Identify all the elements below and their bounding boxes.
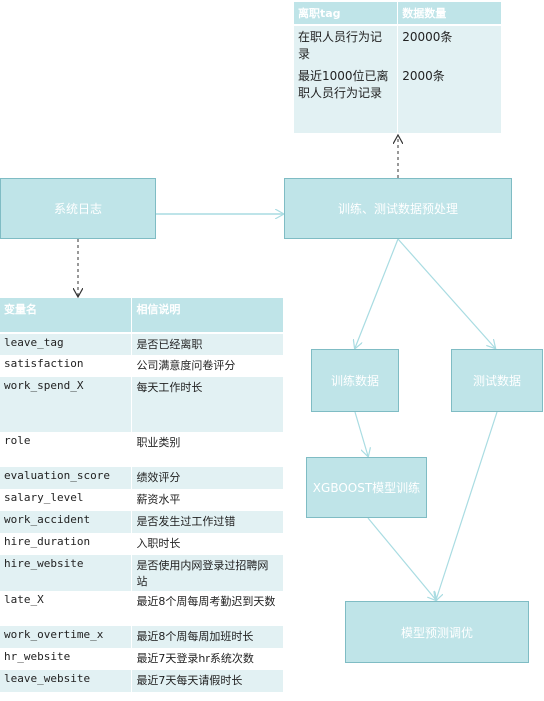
var-name-cell: hire_website: [0, 555, 133, 591]
node-xgboost-label: XGBOOST模型训练: [312, 481, 421, 495]
var-name-cell: hr_website: [0, 648, 133, 670]
var-desc-cell: 是否已经离职: [131, 333, 284, 355]
var-name-cell: late_X: [0, 591, 133, 626]
table-row: hr_website 最近7天登录hr系统次数: [0, 648, 284, 670]
node-train-data: 训练数据: [311, 349, 399, 412]
table-row: leave_tag 是否已经离职: [0, 333, 284, 355]
var-name-cell: salary_level: [0, 489, 133, 511]
table-row: work_spend_X 每天工作时长: [0, 377, 284, 432]
node-xgboost: XGBOOST模型训练: [306, 457, 427, 518]
var-name-cell: evaluation_score: [0, 467, 133, 489]
table-row: 最近1000位已离职人员行为记录 2000条: [294, 65, 502, 133]
count-cell: 20000条: [397, 25, 502, 65]
table-row: work_accident 是否发生过工作过错: [0, 511, 284, 533]
var-name-cell: hire_duration: [0, 533, 133, 555]
tag-table-header-count: 数据数量: [397, 2, 502, 26]
var-desc-cell: 薪资水平: [131, 489, 284, 511]
table-row: hire_duration 入职时长: [0, 533, 284, 555]
table-row: hire_website 是否使用内网登录过招聘网站: [0, 555, 284, 591]
var-desc-cell: 最近7天每天请假时长: [131, 670, 284, 692]
arrow-xgboost-to-predict: [367, 517, 436, 600]
variable-table: 变量名 相信说明 leave_tag 是否已经离职 satisfaction 公…: [0, 298, 284, 692]
variable-table-header-name: 变量名: [0, 298, 133, 334]
var-desc-cell: 是否发生过工作过错: [131, 511, 284, 533]
var-desc-cell: 是否使用内网登录过招聘网站: [131, 555, 284, 591]
table-row: evaluation_score 绩效评分: [0, 467, 284, 489]
node-predict-label: 模型预测调优: [400, 625, 473, 640]
table-row: leave_website 最近7天每天请假时长: [0, 670, 284, 692]
tag-table-header: 离职tag 数据数量: [294, 2, 502, 26]
arrow-preprocess-to-train: [355, 238, 399, 348]
node-test-data-label: 测试数据: [472, 374, 521, 388]
var-desc-cell: 职业类别: [131, 432, 284, 467]
var-name-cell: leave_tag: [0, 333, 133, 355]
var-name-cell: work_spend_X: [0, 377, 133, 432]
table-row: 在职人员行为记录 20000条: [294, 25, 502, 65]
table-row: work_overtime_x 最近8个周每周加班时长: [0, 626, 284, 648]
node-predict: 模型预测调优: [345, 601, 529, 663]
var-desc-cell: 最近8个周每周考勤迟到天数: [131, 591, 284, 626]
variable-table-header-desc: 相信说明: [131, 298, 284, 334]
var-desc-cell: 入职时长: [131, 533, 284, 555]
var-desc-cell: 公司满意度问卷评分: [131, 355, 284, 377]
var-name-cell: work_overtime_x: [0, 626, 133, 648]
tag-cell: 最近1000位已离职人员行为记录: [294, 65, 399, 133]
tag-table-header-tag: 离职tag: [294, 2, 399, 26]
var-desc-cell: 最近7天登录hr系统次数: [131, 648, 284, 670]
arrow-preprocess-to-test: [397, 238, 495, 348]
table-row: satisfaction 公司满意度问卷评分: [0, 355, 284, 377]
node-train-data-label: 训练数据: [330, 374, 379, 388]
var-name-cell: satisfaction: [0, 355, 133, 377]
table-row: role 职业类别: [0, 432, 284, 467]
var-desc-cell: 绩效评分: [131, 467, 284, 489]
table-row: late_X 最近8个周每周考勤迟到天数: [0, 591, 284, 626]
table-row: salary_level 薪资水平: [0, 489, 284, 511]
var-name-cell: leave_website: [0, 670, 133, 692]
variable-table-header: 变量名 相信说明: [0, 298, 284, 334]
var-name-cell: role: [0, 432, 133, 467]
count-cell: 2000条: [397, 65, 502, 133]
arrow-train-to-xgboost: [354, 411, 368, 456]
tag-table: 离职tag 数据数量 在职人员行为记录 20000条 最近1000位已离职人员行…: [294, 2, 502, 133]
node-system-log-label: 系统日志: [53, 202, 102, 216]
var-name-cell: work_accident: [0, 511, 133, 533]
node-preprocess: 训练、测试数据预处理: [284, 178, 512, 239]
tag-cell: 在职人员行为记录: [294, 25, 399, 65]
arrow-test-to-predict: [436, 411, 498, 600]
var-desc-cell: 最近8个周每周加班时长: [131, 626, 284, 648]
node-system-log: 系统日志: [0, 178, 156, 239]
node-test-data: 测试数据: [451, 349, 543, 412]
node-preprocess-label: 训练、测试数据预处理: [337, 202, 458, 216]
var-desc-cell: 每天工作时长: [131, 377, 284, 432]
